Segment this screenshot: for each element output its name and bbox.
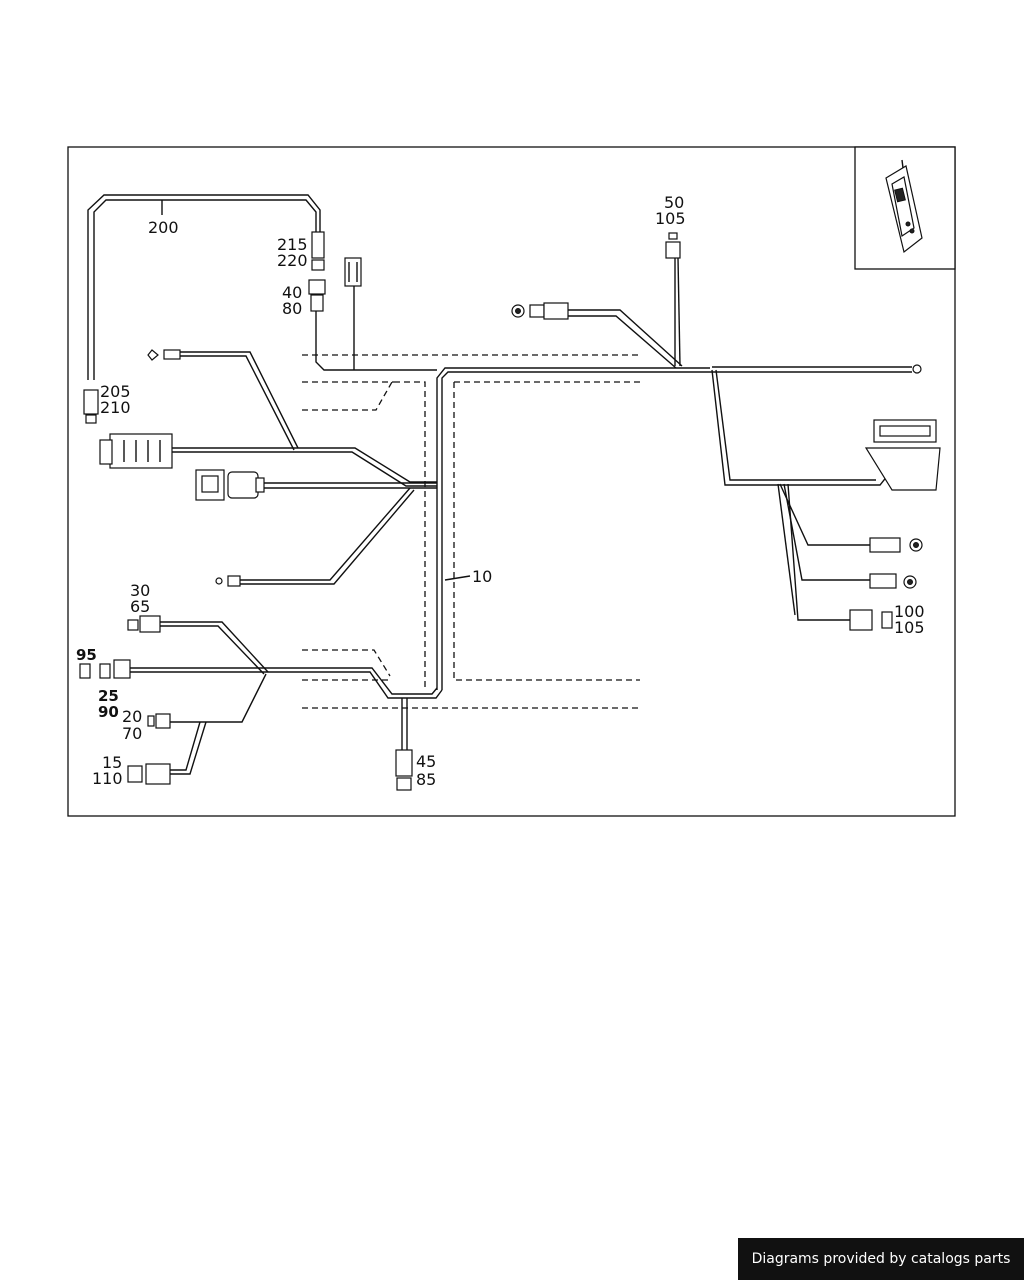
connector-25-90 xyxy=(99,659,131,679)
connector-45-85 xyxy=(395,749,413,791)
label-85: 85 xyxy=(416,770,436,789)
sensor-top-mid xyxy=(511,302,569,320)
label-210: 210 xyxy=(100,398,131,417)
sensor-right-1 xyxy=(869,537,923,553)
footer-credit: Diagrams provided by catalogs parts xyxy=(738,1238,1024,1280)
label-45: 45 xyxy=(416,752,436,771)
connector-205-210 xyxy=(83,389,99,424)
connector-15-110 xyxy=(127,763,171,785)
label-205: 205 xyxy=(100,382,131,401)
label-25: 25 xyxy=(98,687,119,705)
connector-95 xyxy=(79,663,91,679)
label-105-right: 105 xyxy=(894,618,925,637)
label-110: 110 xyxy=(92,769,123,788)
label-100: 100 xyxy=(894,602,925,621)
diagram-frame xyxy=(67,146,956,817)
connector-30-65 xyxy=(127,615,161,633)
label-70: 70 xyxy=(122,724,142,743)
sensor-right-2 xyxy=(869,573,917,589)
label-215: 215 xyxy=(277,235,308,254)
label-50: 50 xyxy=(664,193,684,212)
label-90: 90 xyxy=(98,703,119,721)
label-95: 95 xyxy=(76,646,97,664)
leader-lines xyxy=(161,200,471,581)
label-105-top: 105 xyxy=(655,209,686,228)
sensor-left-mid xyxy=(215,575,241,587)
label-40: 40 xyxy=(282,283,302,302)
connector-40-80 xyxy=(308,279,326,312)
label-20: 20 xyxy=(122,707,142,726)
main-harness-wires xyxy=(87,194,912,775)
label-200: 200 xyxy=(148,218,179,237)
label-220: 220 xyxy=(277,251,308,270)
rj-connector-pair xyxy=(195,469,265,501)
ring-terminal-right xyxy=(912,364,922,374)
label-65: 65 xyxy=(130,597,150,616)
dashed-reference-lines xyxy=(302,354,640,709)
connector-100-105 xyxy=(849,609,893,631)
label-30: 30 xyxy=(130,581,150,600)
sensor-50-105 xyxy=(665,232,681,259)
connector-200-end xyxy=(311,231,325,271)
sensor-left-top xyxy=(147,349,181,361)
phone-icon xyxy=(885,159,923,254)
connector-plug-top xyxy=(344,257,362,287)
multi-pin-connector-left xyxy=(99,433,173,469)
connector-20-70 xyxy=(147,713,171,729)
label-80: 80 xyxy=(282,299,302,318)
control-module-right xyxy=(864,419,941,491)
label-10: 10 xyxy=(472,567,492,586)
label-15: 15 xyxy=(102,753,122,772)
